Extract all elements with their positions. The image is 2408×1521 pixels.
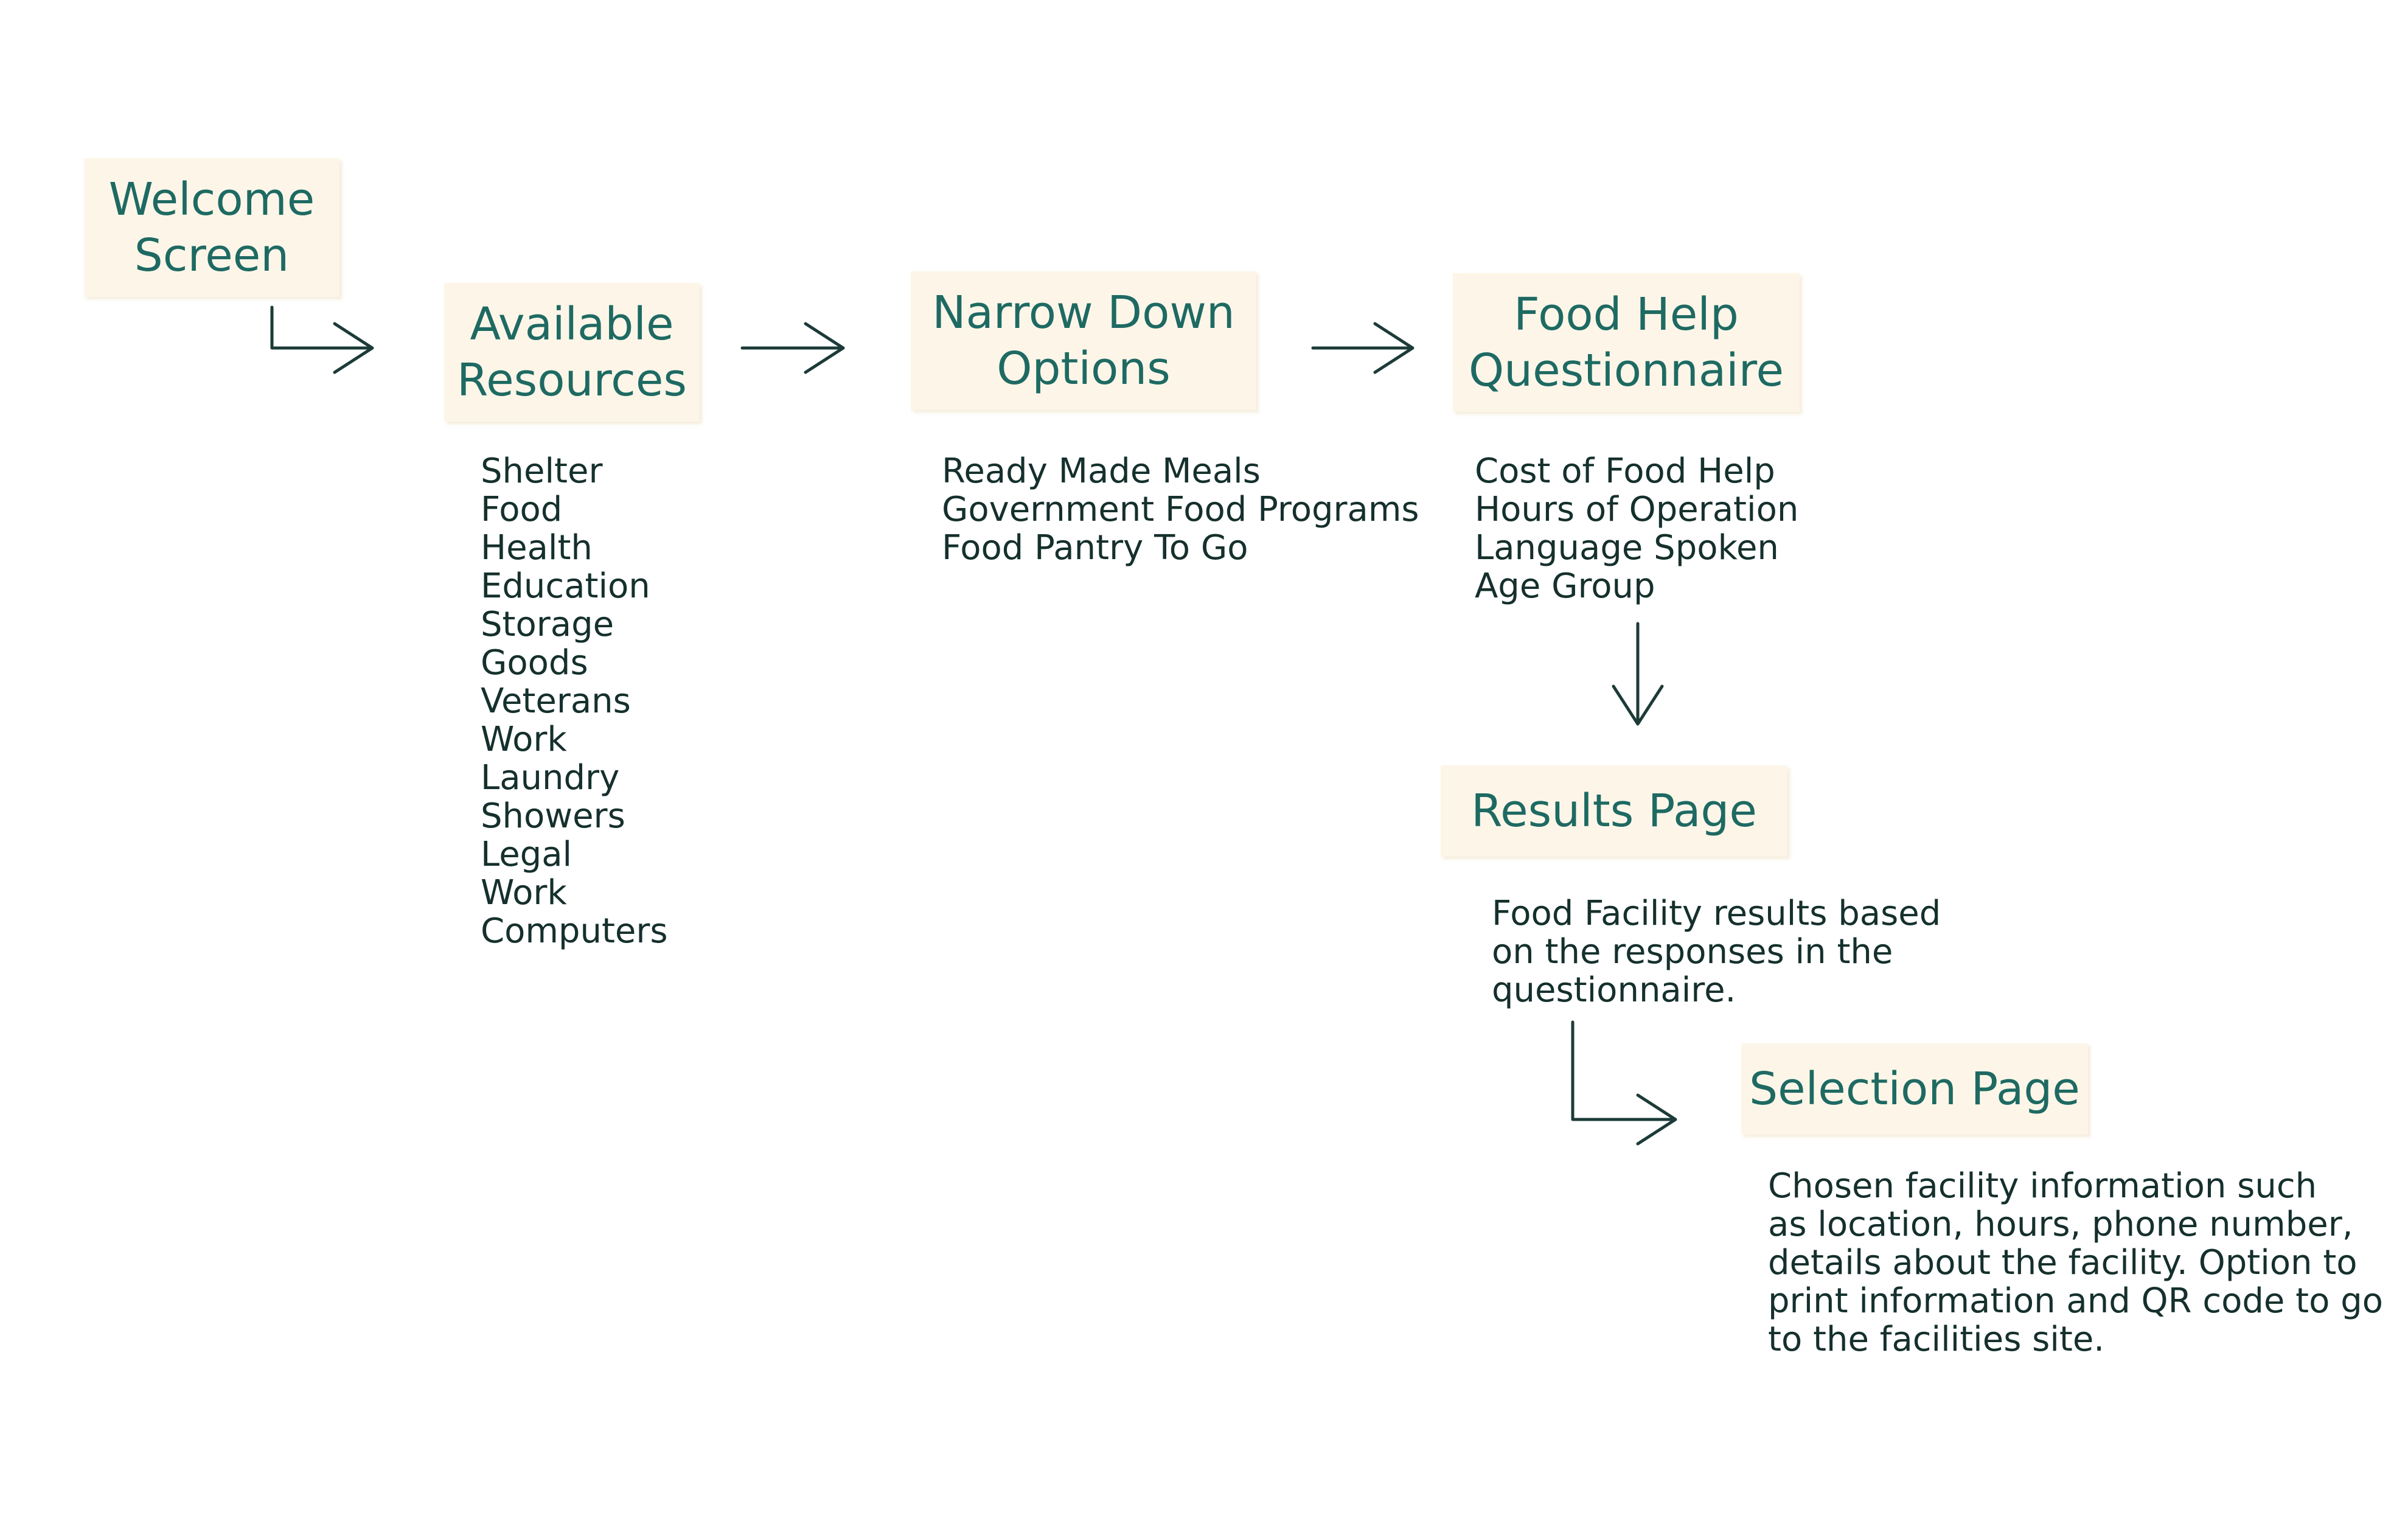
list-item: Hours of Operation xyxy=(1475,490,1799,529)
list-item: Storage xyxy=(481,605,614,644)
selection-description: Chosen facility information such as loca… xyxy=(1768,1167,2383,1359)
list-item: Work xyxy=(481,720,567,759)
arrowhead-questionnaire-to-results xyxy=(1612,684,1664,726)
node-questionnaire-line-2: Questionnaire xyxy=(1468,344,1784,397)
node-welcome-screen: Welcome Screen xyxy=(84,158,339,297)
list-item: Food xyxy=(481,490,563,529)
arrowhead-welcome-to-resources xyxy=(333,322,374,374)
list-item: Health xyxy=(481,528,593,568)
selection-description-line: Chosen facility information such xyxy=(1768,1166,2317,1206)
node-results-label: Results Page xyxy=(1471,785,1757,837)
node-welcome-line-2: Screen xyxy=(134,229,290,282)
selection-description-line: print information and QR code to go xyxy=(1768,1281,2384,1321)
node-food-help-questionnaire: Food Help Questionnaire xyxy=(1453,273,1800,412)
list-item: Ready Made Meals xyxy=(942,451,1261,491)
results-description-line: Food Facility results based xyxy=(1492,894,1941,933)
results-description: Food Facility results based on the respo… xyxy=(1492,894,1941,1009)
list-item: Laundry xyxy=(481,758,620,798)
selection-description-line: details about the facility. Option to xyxy=(1768,1243,2358,1283)
selection-description-line: as location, hours, phone number, xyxy=(1768,1205,2353,1244)
questionnaire-list: Cost of Food Help Hours of Operation Lan… xyxy=(1475,452,1798,605)
arrowhead-results-to-selection xyxy=(1636,1093,1677,1146)
node-available-resources: Available Resources xyxy=(444,283,700,422)
list-item: Age Group xyxy=(1475,566,1655,606)
node-selection-label: Selection Page xyxy=(1749,1063,2080,1115)
list-item: Government Food Programs xyxy=(942,490,1419,529)
list-item: Food Pantry To Go xyxy=(942,528,1248,568)
node-narrow-down-options: Narrow Down Options xyxy=(911,271,1256,410)
node-selection-page: Selection Page xyxy=(1741,1043,2088,1135)
list-item: Work xyxy=(481,873,567,913)
list-item: Language Spoken xyxy=(1475,528,1779,568)
arrow-welcome-to-resources xyxy=(270,305,373,350)
node-welcome-line-1: Welcome xyxy=(108,173,315,226)
node-resources-line-1: Available xyxy=(470,298,674,350)
list-item: Showers xyxy=(481,796,625,836)
list-item: Shelter xyxy=(481,451,603,491)
arrowhead-resources-to-narrow xyxy=(804,322,845,374)
list-item: Veterans xyxy=(481,681,631,721)
results-description-line: on the responses in the xyxy=(1492,932,1893,972)
node-narrow-line-2: Options xyxy=(997,343,1171,395)
list-item: Computers xyxy=(481,911,668,951)
narrow-options-list: Ready Made Meals Government Food Program… xyxy=(942,452,1419,567)
results-description-line: questionnaire. xyxy=(1492,970,1736,1010)
selection-description-line: to the facilities site. xyxy=(1768,1320,2105,1359)
arrowhead-narrow-to-questionnaire xyxy=(1373,322,1415,374)
node-results-page: Results Page xyxy=(1441,765,1787,857)
node-narrow-line-1: Narrow Down xyxy=(932,287,1235,339)
list-item: Goods xyxy=(481,643,588,683)
list-item: Cost of Food Help xyxy=(1475,451,1775,491)
list-item: Legal xyxy=(481,835,572,874)
node-questionnaire-line-1: Food Help xyxy=(1514,288,1739,341)
list-item: Education xyxy=(481,566,650,606)
node-resources-line-2: Resources xyxy=(457,354,687,406)
arrow-results-to-selection xyxy=(1571,1020,1676,1121)
resources-list: Shelter Food Health Education Storage Go… xyxy=(481,452,668,950)
